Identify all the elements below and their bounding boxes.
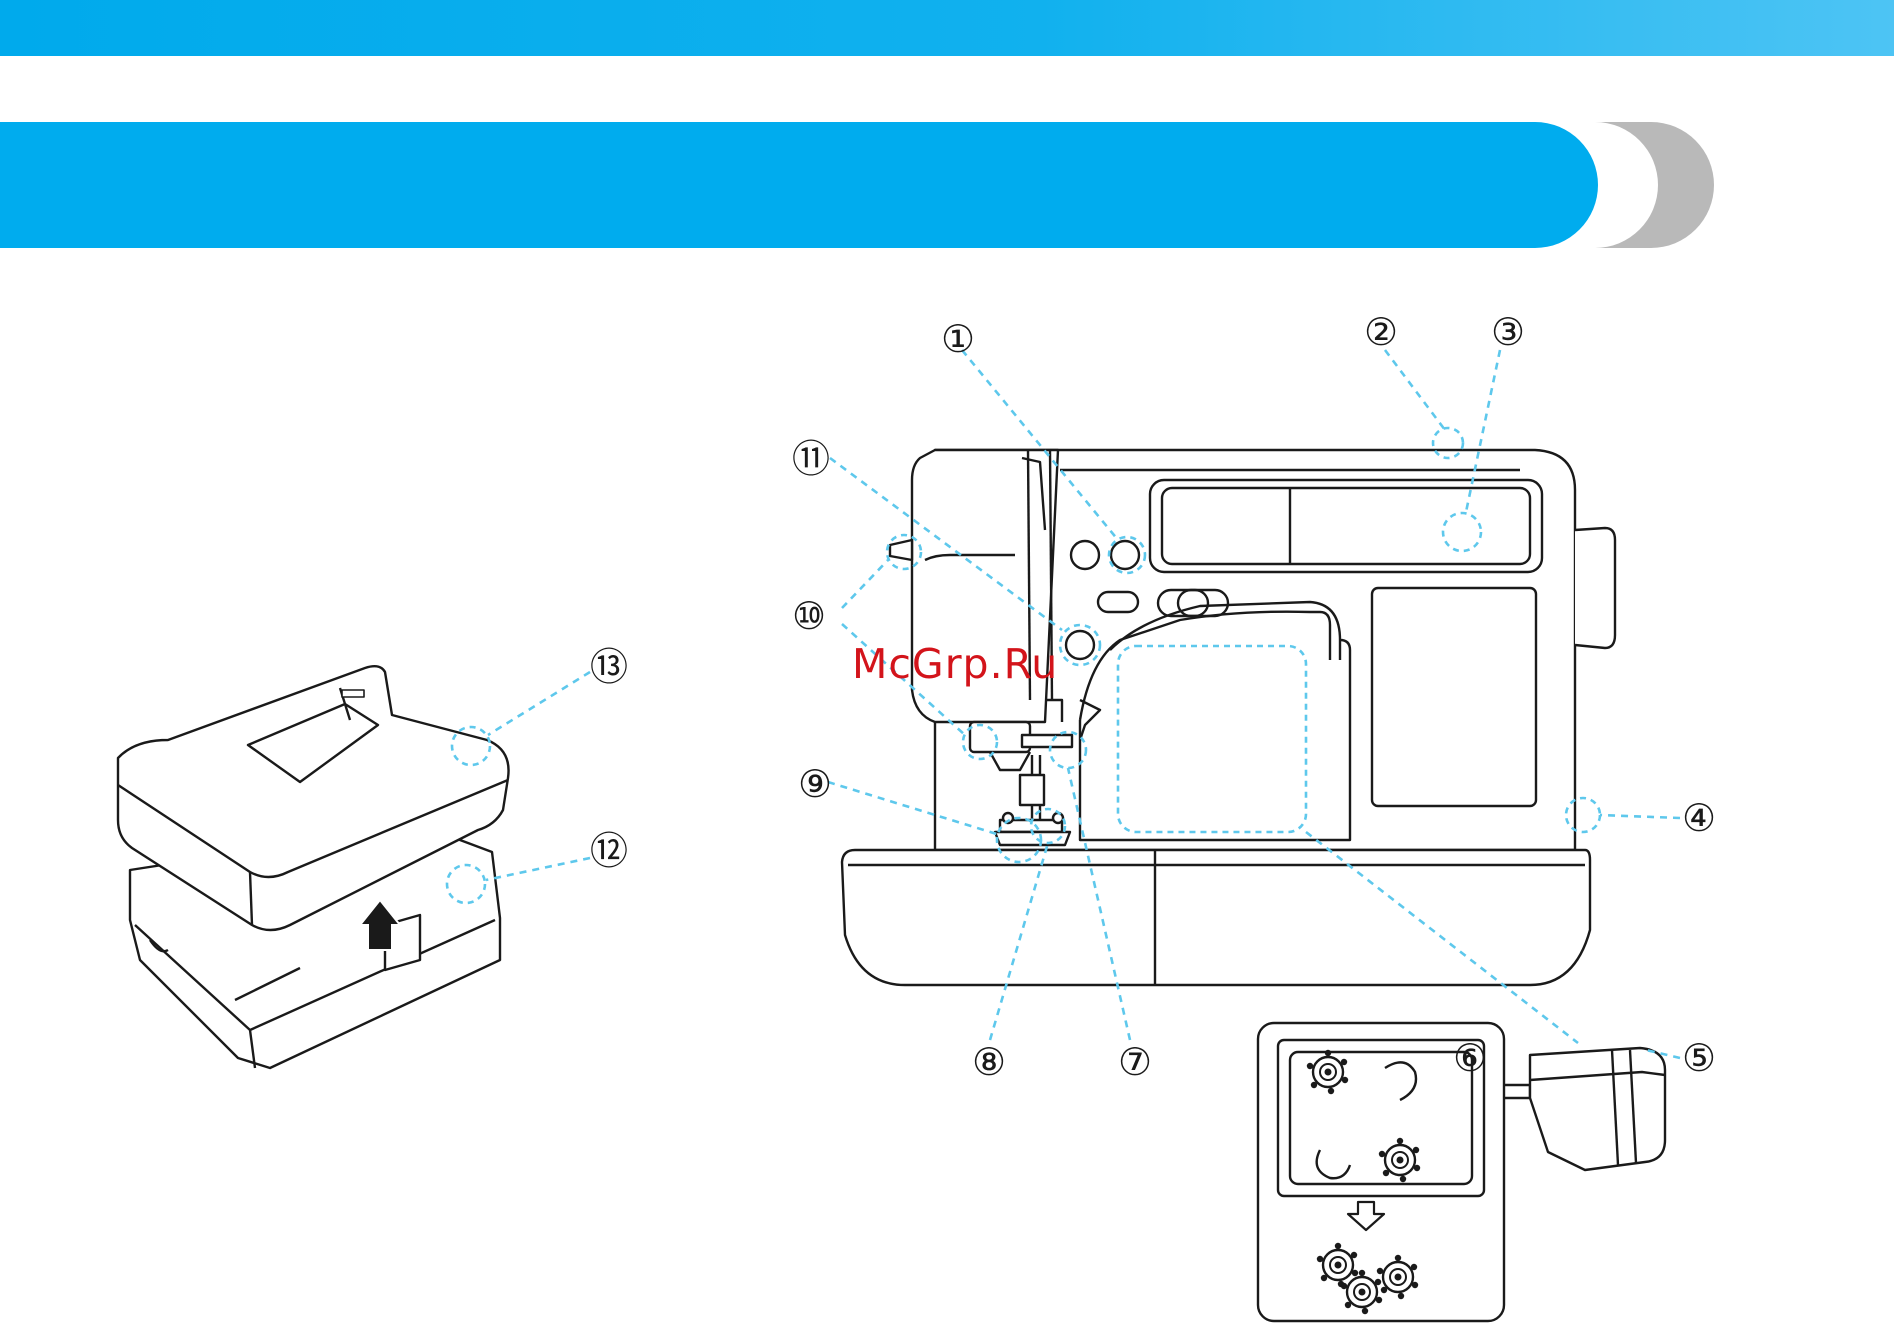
callout-11-label: ⑪ [792, 428, 830, 483]
callout-8-label: ⑧ [972, 1040, 1006, 1084]
watermark: McGrp.Ru [852, 640, 1058, 688]
callout-7-label: ⑦ [1118, 1040, 1152, 1084]
callout-12-label: ⑫ [590, 820, 628, 875]
callout-10-label: ⑩ [792, 594, 826, 638]
callout-4-label: ④ [1682, 796, 1716, 840]
callout-5-label: ⑤ [1682, 1036, 1716, 1080]
callout-1-label: ① [941, 317, 975, 361]
callout-2-label: ② [1364, 310, 1398, 354]
callout-9-label: ⑨ [798, 762, 832, 806]
callout-13-label: ⑬ [590, 636, 628, 691]
callout-3-label: ③ [1491, 310, 1525, 354]
callout-6-label: ⑥ [1453, 1036, 1487, 1080]
